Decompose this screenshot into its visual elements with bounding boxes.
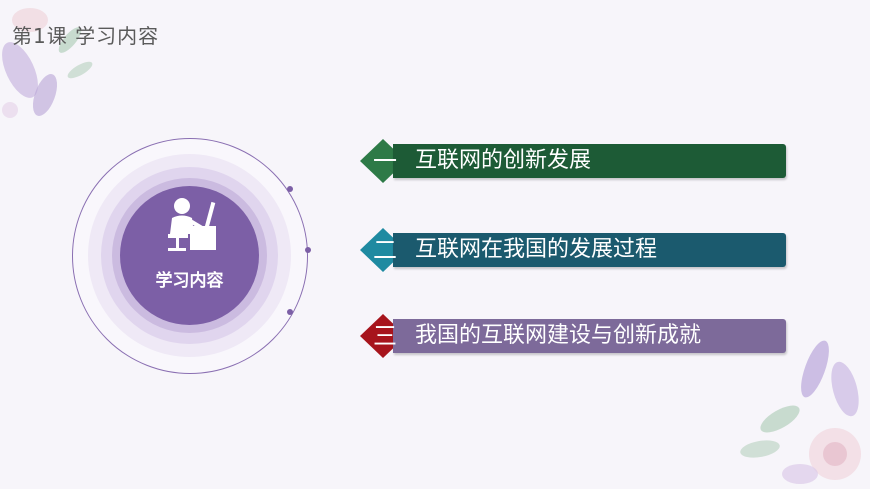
circle-label: 学习内容 bbox=[155, 271, 224, 291]
item-text: 我国的互联网建设与创新成就 bbox=[415, 323, 702, 348]
item-bar bbox=[393, 144, 786, 178]
ring-dot-top bbox=[287, 186, 293, 192]
floral-decoration-top-left bbox=[2, 8, 93, 118]
list-item-1[interactable]: 一 互联网的创新发展 bbox=[360, 139, 786, 183]
ring-dot-middle bbox=[305, 247, 311, 253]
topic-circle: 学习内容 bbox=[72, 138, 312, 378]
page-title: 第1课 学习内容 bbox=[12, 24, 160, 48]
list-item-2[interactable]: 二 互联网在我国的发展过程 bbox=[360, 228, 786, 272]
floral-decoration-bottom-right bbox=[740, 340, 861, 484]
item-number: 一 bbox=[373, 147, 397, 175]
ring-dot-bottom bbox=[287, 309, 293, 315]
item-text: 互联网的创新发展 bbox=[415, 148, 592, 173]
item-number: 二 bbox=[373, 236, 397, 264]
item-bar bbox=[393, 233, 786, 267]
item-text: 互联网在我国的发展过程 bbox=[415, 237, 658, 262]
list-item-3[interactable]: 三 我国的互联网建设与创新成就 bbox=[360, 314, 786, 358]
core-circle bbox=[120, 186, 259, 325]
person-at-computer-icon bbox=[168, 198, 216, 251]
item-bar bbox=[393, 319, 786, 353]
item-number: 三 bbox=[373, 322, 397, 350]
